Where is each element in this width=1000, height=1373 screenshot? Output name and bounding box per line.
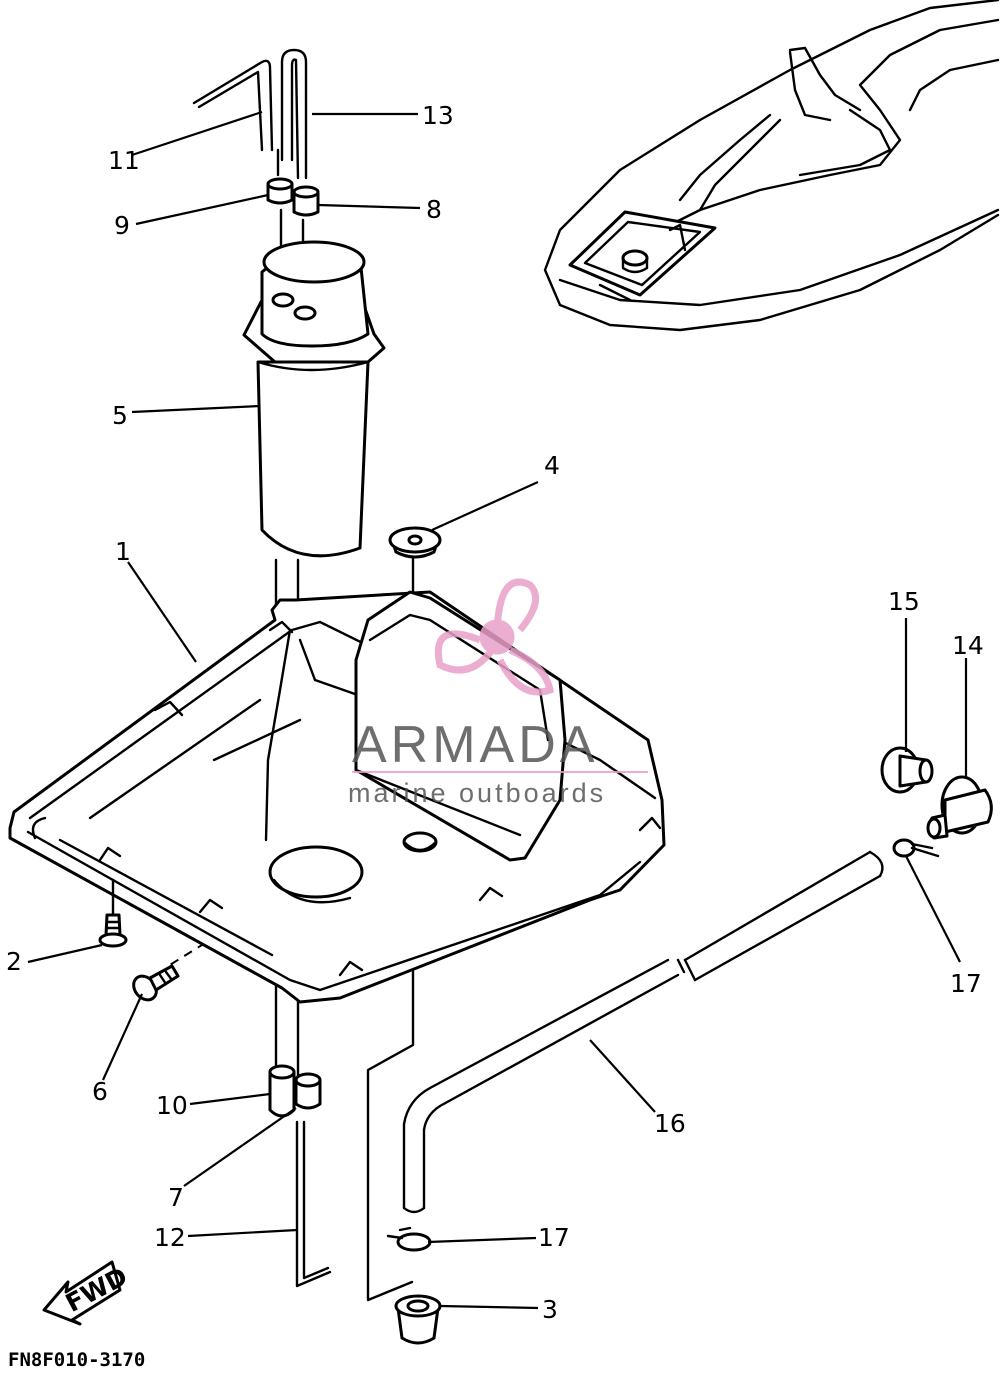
callout-11: 11 (108, 146, 140, 175)
callout-7: 7 (168, 1183, 184, 1212)
watermark-title: ARMADA (352, 716, 598, 774)
callout-17-upper: 17 (950, 969, 982, 998)
fitting-14 (926, 775, 993, 840)
propeller-logo-icon (434, 578, 555, 696)
callout-13: 13 (422, 101, 454, 130)
callout-14: 14 (952, 631, 984, 660)
callout-5: 5 (112, 401, 128, 430)
clip-17-upper (892, 838, 940, 858)
watercraft-hull-illustration (543, 0, 1000, 332)
screw-6 (132, 964, 180, 1002)
hose-12 (295, 1120, 332, 1288)
callout-10: 10 (156, 1091, 188, 1120)
callout-12: 12 (154, 1223, 186, 1252)
fitting-8 (292, 185, 320, 217)
callout-4: 4 (544, 451, 560, 480)
cap-15 (880, 746, 934, 794)
mounting-tray-1 (8, 590, 666, 1004)
screw-2 (98, 878, 128, 948)
hose-13 (276, 48, 308, 180)
watermark-subtitle: marine outboards (348, 778, 606, 808)
callout-16: 16 (654, 1109, 686, 1138)
fitting-7 (294, 1072, 322, 1110)
fitting-9 (266, 177, 294, 205)
clip-17-lower (386, 1226, 432, 1252)
leader-lines (27, 110, 968, 1310)
callout-17-lower: 17 (538, 1223, 570, 1252)
hose-11 (192, 59, 274, 152)
fwd-direction-arrow: FWD (42, 1260, 132, 1326)
callout-1: 1 (115, 537, 131, 566)
fitting-10 (268, 1064, 296, 1118)
callout-15: 15 (888, 587, 920, 616)
armada-watermark: ARMADA marine outboards (348, 578, 648, 808)
diagram-code: FN8F010-3170 (8, 1349, 145, 1371)
callout-2: 2 (6, 947, 22, 976)
canister-5 (242, 240, 386, 558)
fwd-label: FWD (61, 1262, 132, 1318)
hose-16 (402, 850, 884, 1214)
callout-9: 9 (114, 211, 130, 240)
callout-8: 8 (426, 195, 442, 224)
callout-6: 6 (92, 1077, 108, 1106)
grommet-3 (394, 1294, 442, 1345)
callout-numbers: 11 13 9 8 5 4 1 2 6 10 7 12 15 14 17 16 … (6, 101, 984, 1324)
callout-3: 3 (542, 1295, 558, 1324)
grommet-4 (388, 526, 442, 559)
